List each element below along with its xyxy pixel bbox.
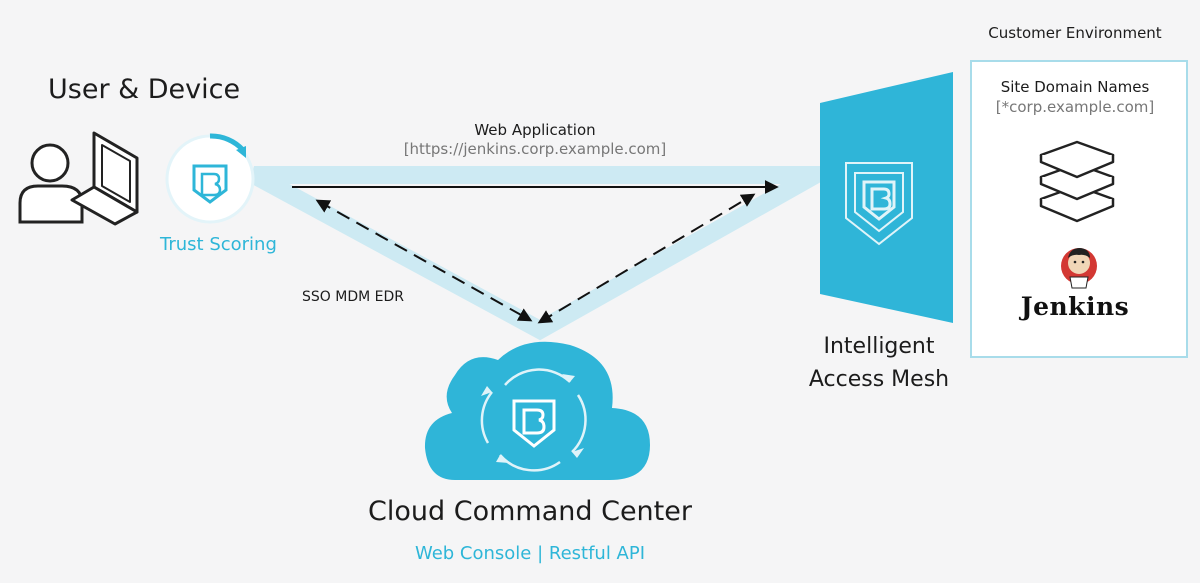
trust-scoring-label: Trust Scoring [160,234,277,255]
sso-label: SSO MDM EDR [302,289,404,305]
mesh-line2: Access Mesh [808,367,950,392]
site-domain-block: Site Domain Names [*corp.example.com] [972,77,1178,117]
jenkins-butler-icon [1061,248,1097,289]
user-device-title: User & Device [48,74,241,105]
access-mesh-panel [820,72,953,323]
flow-channel [249,166,850,341]
command-center-title: Cloud Command Center [368,496,692,527]
web-app-title: Web Application [474,121,596,139]
trust-gauge-icon [165,133,255,224]
site-domain-value: [*corp.example.com] [995,98,1155,116]
mesh-line1: Intelligent [823,334,935,359]
stack-icon [1039,140,1115,223]
mesh-shield-icon [845,162,913,246]
site-domain-title: Site Domain Names [1000,78,1150,96]
jenkins-label: Jenkins [1020,292,1130,321]
sso-dashed-arrow [315,199,533,322]
access-mesh-label: Intelligent Access Mesh [800,330,958,396]
cloud-icon [424,341,650,480]
command-center-subtitle: Web Console | Restful API [414,543,646,564]
web-app-url: [https://jenkins.corp.example.com] [403,140,667,158]
mesh-dashed-arrow [537,193,756,324]
user-icon [18,143,84,224]
web-application-label: Web Application [https://jenkins.corp.ex… [400,121,670,159]
laptop-icon [70,131,139,226]
customer-environment-title: Customer Environment [988,24,1162,42]
